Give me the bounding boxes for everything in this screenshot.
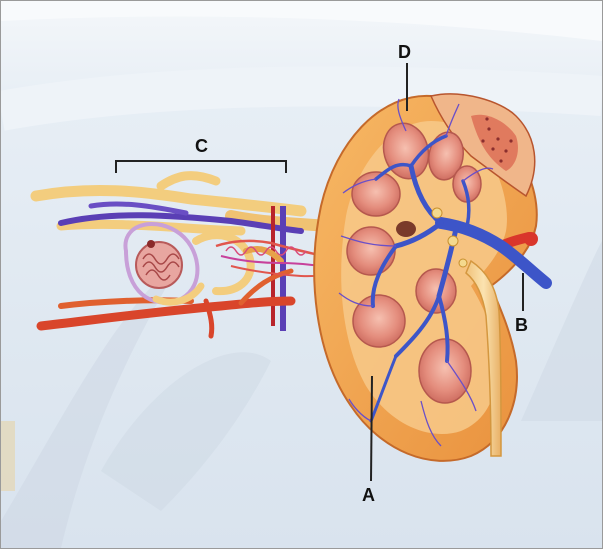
bracket-c [116, 161, 286, 173]
leader-line-a [371, 376, 372, 481]
nephron-illustration [36, 176, 346, 336]
label-b: B [515, 315, 528, 335]
label-a: A [362, 485, 375, 505]
glomerulus [136, 240, 182, 288]
kidney-cross-section [314, 94, 546, 461]
label-c: C [195, 136, 208, 156]
label-d: D [398, 42, 411, 62]
